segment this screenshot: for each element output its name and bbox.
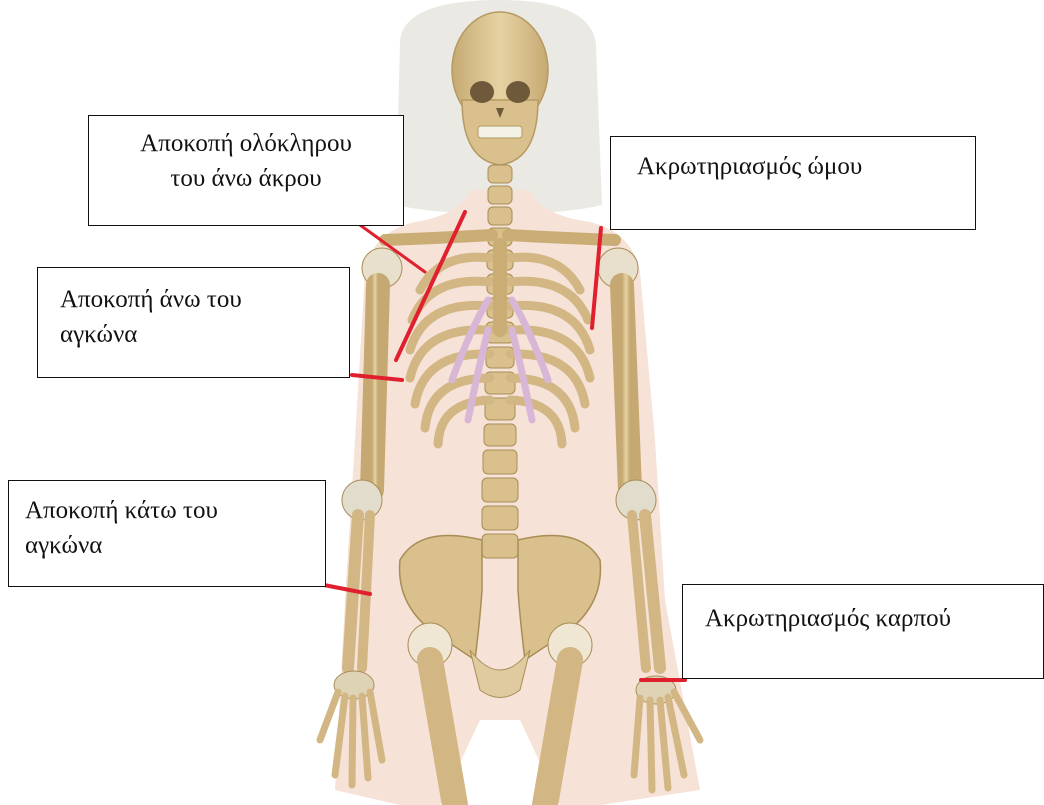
label-wrist-amputation: Ακρωτηριασμός καρπού <box>682 584 1044 679</box>
label-below-elbow-line-2: αγκώνα <box>25 528 325 563</box>
label-below-elbow-amputation: Αποκοπή κάτω του αγκώνα <box>8 480 326 587</box>
label-whole-limb-line-2: του άνω άκρου <box>89 161 403 196</box>
left-clavicle <box>385 235 492 240</box>
label-shoulder-amputation: Ακρωτηριασμός ώμου <box>610 136 976 230</box>
label-above-elbow-line-1: Αποκοπή άνω του <box>60 282 349 317</box>
label-whole-limb-amputation: Αποκοπή ολόκληρου του άνω άκρου <box>88 115 404 226</box>
label-wrist-line-1: Ακρωτηριασμός καρπού <box>705 601 1043 636</box>
label-above-elbow-amputation: Αποκοπή άνω του αγκώνα <box>37 267 350 378</box>
label-whole-limb-line-1: Αποκοπή ολόκληρου <box>89 126 403 161</box>
label-above-elbow-line-2: αγκώνα <box>60 317 349 352</box>
label-below-elbow-line-1: Αποκοπή κάτω του <box>25 493 325 528</box>
label-shoulder-line-1: Ακρωτηριασμός ώμου <box>637 149 975 184</box>
